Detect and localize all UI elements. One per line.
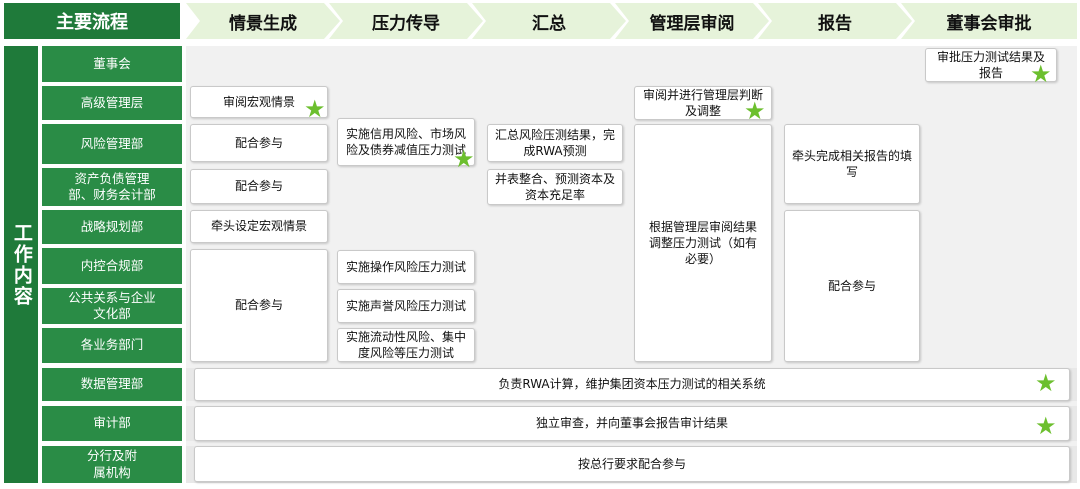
dept-alm-finance: 资产负债管理部、财务会计部 [42, 168, 182, 206]
task-summary-rwa: 汇总风险压测结果，完成RWA预测 [487, 124, 623, 162]
task-branches: 按总行要求配合参与 [194, 446, 1070, 482]
task-operational: 实施操作风险压力测试 [337, 250, 475, 284]
dept-strategy: 战略规划部 [42, 210, 182, 244]
stage-board-approval: 董事会审批 [901, 3, 1077, 39]
dept-label: 资产负债管理部、财务会计部 [68, 170, 156, 202]
task-data-mgmt: 负责RWA计算，维护集团资本压力测试的相关系统 [194, 368, 1070, 401]
task-report-lead: 牵头完成相关报告的填写 [784, 124, 920, 204]
task-adjust: 根据管理层审阅结果调整压力测试（如有必要） [634, 124, 772, 362]
dept-board: 董事会 [42, 46, 182, 82]
dept-senior-management: 高级管理层 [42, 86, 182, 120]
stage-label: 管理层审阅 [649, 13, 735, 34]
stage-label: 报告 [818, 13, 852, 34]
star-icon: ★ [1035, 412, 1057, 440]
stage-management-review: 管理层审阅 [615, 3, 769, 39]
task-participate-risk: 配合参与 [190, 124, 328, 162]
stage-label: 董事会审批 [946, 13, 1032, 34]
star-icon: ★ [1035, 369, 1057, 397]
task-adjust-text: 根据管理层审阅结果调整压力测试（如有必要） [648, 219, 757, 267]
work-content-text: 工作内容 [10, 222, 33, 307]
star-icon: ★ [1030, 60, 1052, 88]
dept-business-units: 各业务部门 [42, 328, 182, 363]
dept-data-management: 数据管理部 [42, 368, 182, 401]
dept-label: 分行及附属机构 [86, 448, 137, 480]
task-report-participate: 配合参与 [784, 210, 920, 362]
stage-summary: 汇总 [472, 3, 626, 39]
stage-stress-transmission: 压力传导 [329, 3, 483, 39]
star-icon: ★ [453, 145, 475, 173]
task-lead-set-macro: 牵头设定宏观情景 [190, 210, 328, 243]
dept-branches: 分行及附属机构 [42, 446, 182, 483]
task-participate-alm: 配合参与 [190, 169, 328, 204]
dept-public-relations: 公共关系与企业文化部 [42, 288, 182, 324]
task-board-approve: 审批压力测试结果及报告 [925, 48, 1057, 82]
dept-risk-management: 风险管理部 [42, 124, 182, 164]
dept-label: 公共关系与企业文化部 [68, 289, 156, 321]
dept-audit: 审计部 [42, 406, 182, 441]
star-icon: ★ [744, 97, 766, 125]
dept-internal-control: 内控合规部 [42, 248, 182, 284]
task-review-macro: 审阅宏观情景 [190, 86, 328, 118]
task-credit-market: 实施信用风险、市场风险及债券减值压力测试 [337, 118, 475, 166]
task-reputation: 实施声誉风险压力测试 [337, 289, 475, 323]
task-liquidity: 实施流动性风险、集中度风险等压力测试 [337, 328, 475, 362]
star-icon: ★ [304, 95, 326, 123]
stage-label: 情景生成 [229, 13, 297, 34]
stage-scenario-generation: 情景生成 [186, 3, 340, 39]
stage-label: 压力传导 [372, 13, 440, 34]
work-content-label: 工作内容 [4, 46, 38, 483]
stage-label: 汇总 [532, 13, 566, 34]
stage-report: 报告 [758, 3, 912, 39]
task-participate-other: 配合参与 [190, 249, 328, 362]
main-process-label: 主要流程 [4, 3, 180, 39]
task-audit: 独立审查，并向董事会报告审计结果 [194, 406, 1070, 441]
task-mgmt-review: 审阅并进行管理层判断及调整 [634, 86, 772, 120]
task-consolidate: 并表整合、预测资本及资本充足率 [487, 169, 623, 205]
